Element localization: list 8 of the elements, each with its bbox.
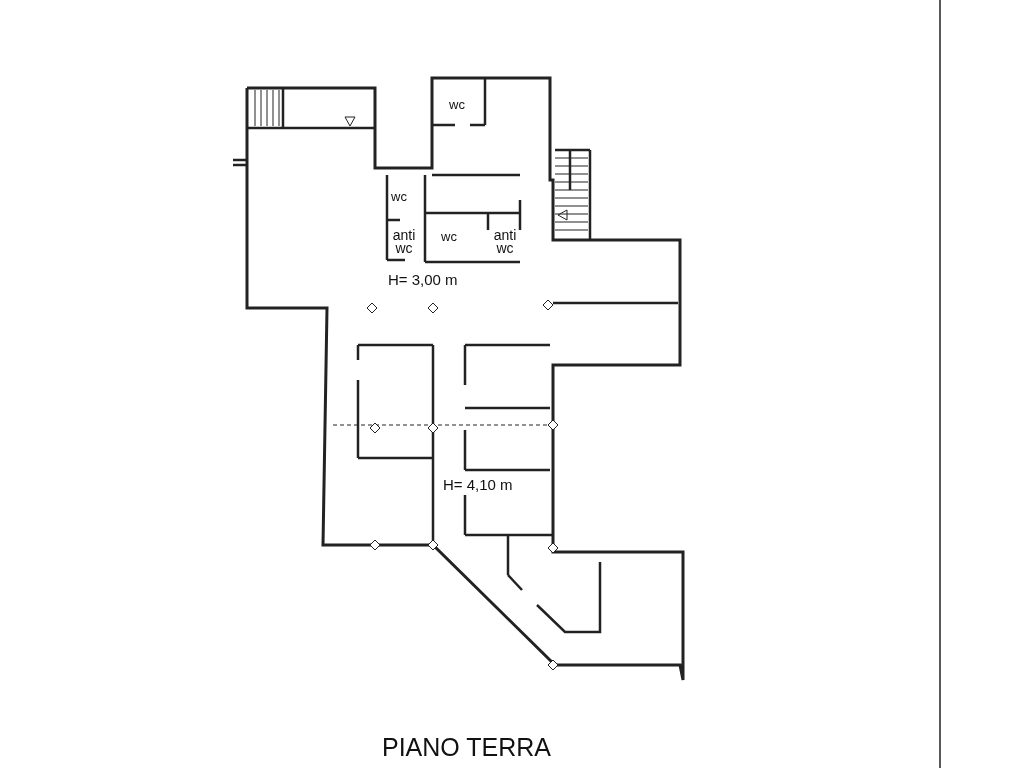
room-label: wc [391,190,407,203]
plan-caption: PIANO TERRA [382,733,552,761]
ceiling-height-label: H= 4,10 m [443,478,513,491]
room-label: anti wc [492,229,518,255]
room-label: anti wc [391,229,417,255]
ceiling-height-label: H= 3,00 m [388,273,458,286]
room-label: wc [441,230,457,243]
room-label: wc [449,98,465,111]
